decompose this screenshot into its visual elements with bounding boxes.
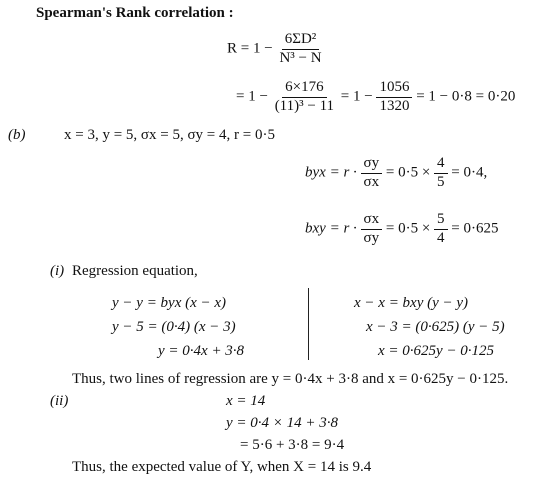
- byx-result: = 0·4,: [451, 164, 488, 181]
- byx-lhs: byx =: [305, 164, 340, 181]
- part-ii-label: (ii): [50, 393, 69, 409]
- formula-lhs: R =: [227, 40, 250, 57]
- bxy-r: r ·: [343, 220, 357, 237]
- fraction-numerator: 6ΣD²: [281, 31, 320, 50]
- byx-fraction-2: 4 5: [434, 155, 448, 191]
- part-ii-line-2: y = 0·4 × 14 + 3·8: [226, 415, 339, 431]
- formula-calculation: = 1 − 6×176 (11)³ − 11 = 1 − 1056 1320 =…: [236, 79, 516, 115]
- byx-mid: = 0·5 ×: [385, 164, 431, 181]
- byx-fraction: σy σx: [360, 155, 383, 191]
- formula-fraction: 6ΣD² N³ − N: [276, 31, 324, 67]
- formula-byx: byx = r · σy σx = 0·5 × 4 5 = 0·4,: [305, 155, 488, 191]
- equation-divider: [308, 288, 310, 360]
- part-i-label: (i): [50, 263, 65, 279]
- fraction-denominator: 4: [437, 229, 445, 246]
- fraction-numerator: 6×176: [282, 79, 327, 98]
- fraction-denominator: (11)³ − 11: [274, 97, 335, 114]
- left-eq-1: y − y = byx (x − x): [112, 295, 227, 311]
- formula-one-minus: 1 −: [248, 88, 268, 105]
- bxy-mid: = 0·5 ×: [385, 220, 431, 237]
- formula-fraction-2: 1056 1320: [376, 79, 413, 115]
- left-eq-2: y − 5 = (0·4) (x − 3): [112, 319, 236, 335]
- bxy-result: = 0·625: [451, 220, 499, 237]
- fraction-numerator: 5: [434, 211, 448, 230]
- formula-result: = 1 − 0·8 = 0·20: [416, 88, 516, 105]
- bxy-lhs: bxy =: [305, 220, 340, 237]
- formula-eq: =: [236, 88, 245, 105]
- fraction-numerator: 1056: [376, 79, 413, 98]
- part-b-label: (b): [8, 127, 26, 143]
- formula-spearman: R = 1 − 6ΣD² N³ − N: [227, 31, 325, 67]
- part-b-givens: x = 3, y = 5, σx = 5, σy = 4, r = 0·5: [64, 127, 275, 143]
- formula-fraction-1: 6×176 (11)³ − 11: [272, 79, 337, 115]
- formula-mid: = 1 −: [340, 88, 373, 105]
- fraction-numerator: σy: [360, 155, 383, 174]
- fraction-numerator: σx: [360, 211, 383, 230]
- right-eq-1: x − x = bxy (y − y): [354, 295, 469, 311]
- conclusion-expected-value: Thus, the expected value of Y, when X = …: [72, 459, 372, 475]
- fraction-numerator: 4: [434, 155, 448, 174]
- part-ii-line-3: = 5·6 + 3·8 = 9·4: [240, 437, 345, 453]
- right-eq-3: x = 0·625y − 0·125: [378, 343, 495, 359]
- part-i-title: Regression equation,: [72, 263, 198, 279]
- bxy-fraction-2: 5 4: [434, 211, 448, 247]
- formula-one-minus: 1 −: [252, 40, 273, 57]
- fraction-denominator: 1320: [379, 97, 410, 114]
- fraction-denominator: N³ − N: [279, 49, 322, 66]
- formula-bxy: bxy = r · σx σy = 0·5 × 5 4 = 0·625: [305, 211, 499, 247]
- fraction-denominator: σy: [363, 229, 380, 246]
- fraction-denominator: σx: [363, 173, 380, 190]
- fraction-denominator: 5: [437, 173, 445, 190]
- bxy-fraction: σx σy: [360, 211, 383, 247]
- right-eq-2: x − 3 = (0·625) (y − 5): [366, 319, 505, 335]
- byx-r: r ·: [343, 164, 357, 181]
- conclusion-regression-lines: Thus, two lines of regression are y = 0·…: [72, 371, 509, 387]
- heading: Spearman's Rank correlation :: [36, 5, 234, 21]
- part-ii-line-1: x = 14: [226, 393, 266, 409]
- left-eq-3: y = 0·4x + 3·8: [158, 343, 245, 359]
